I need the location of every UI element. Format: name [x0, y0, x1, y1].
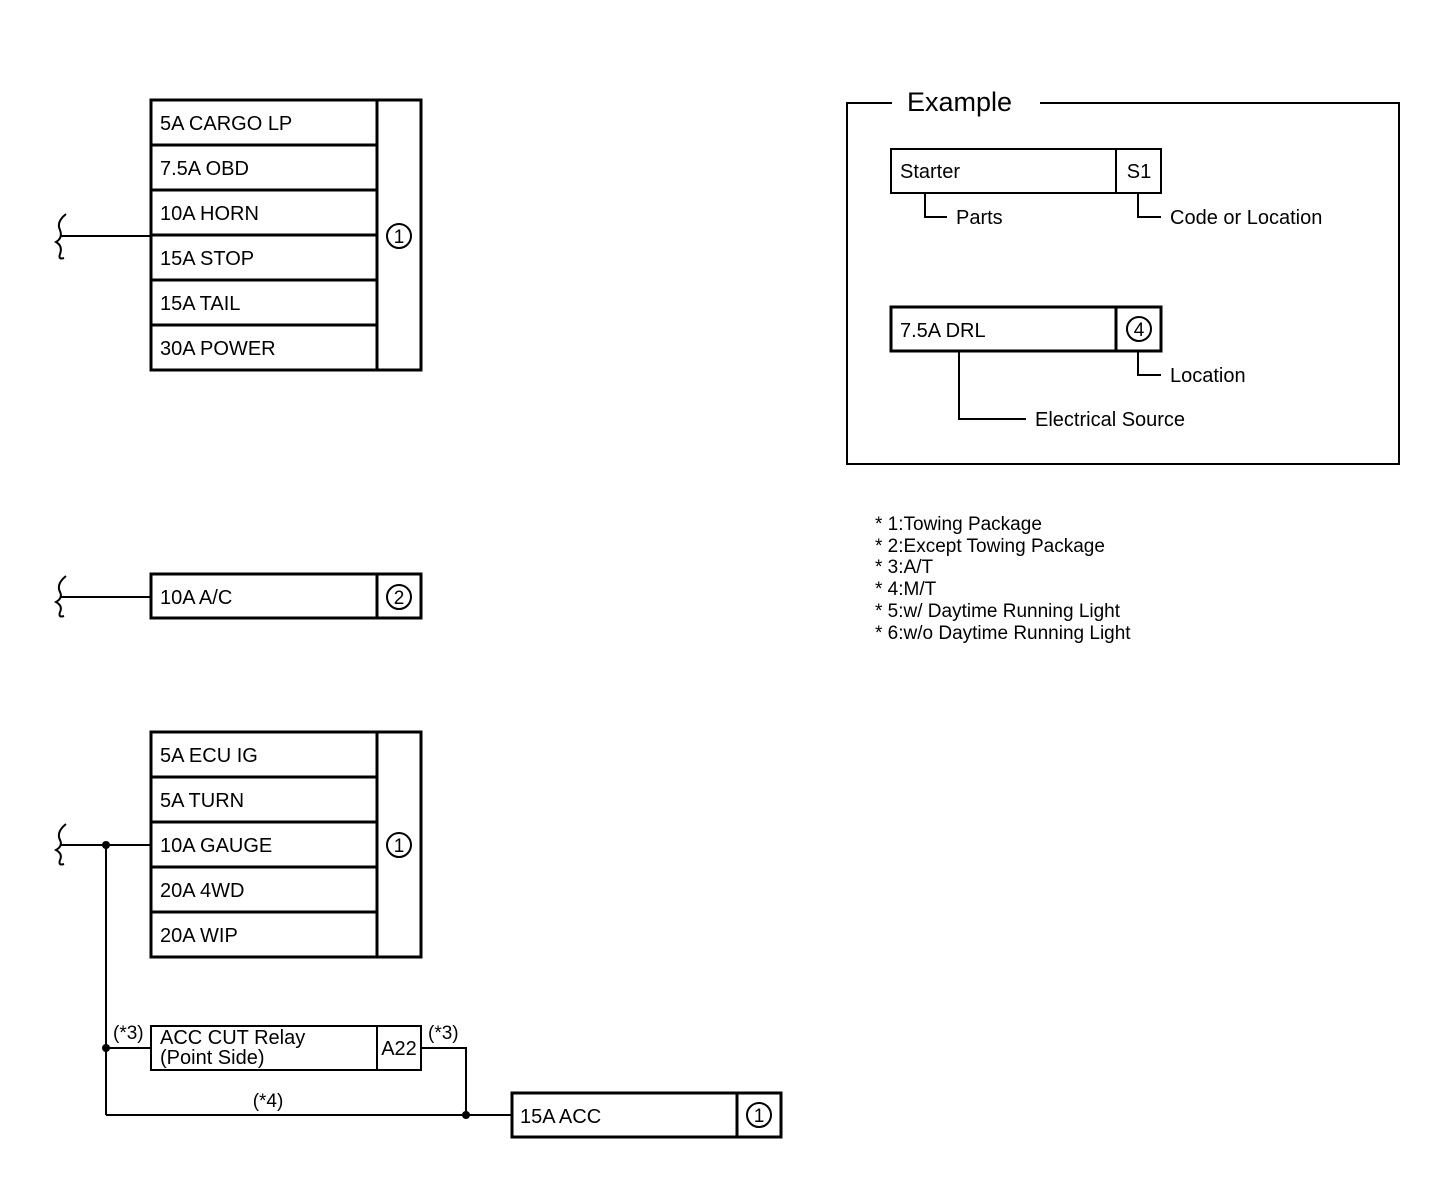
- leader-line: [1137, 351, 1161, 376]
- relay-label: ACC CUT Relay: [160, 1027, 305, 1049]
- fuse-label: 5A CARGO LP: [160, 113, 292, 135]
- legend-title: Example: [907, 87, 1012, 117]
- fuse-label: 10A HORN: [160, 203, 259, 225]
- relay-output-wire: [421, 1047, 467, 1115]
- acc-cut-relay: ACC CUT Relay (Point Side) A22 (*3) (*3): [113, 1023, 467, 1115]
- leader-line: [958, 351, 1026, 420]
- fuse-label: 20A 4WD: [160, 880, 244, 902]
- location-number: 1: [394, 227, 405, 248]
- acc-fuse: (*4) 15A ACC 1: [106, 1091, 783, 1139]
- example-source-name: 7.5A DRL: [900, 320, 986, 342]
- footnote: * 6:w/o Daytime Running Light: [875, 623, 1131, 644]
- relay-sublabel: (Point Side): [160, 1047, 265, 1069]
- relay-code: A22: [381, 1038, 417, 1060]
- fuse-label: 30A POWER: [160, 338, 276, 360]
- location-circle: [386, 223, 412, 249]
- example-part-box: [890, 148, 1162, 194]
- fuse-group-2: 10A A/C 2: [53, 572, 423, 620]
- wire-break-icon: [53, 575, 67, 618]
- location-circle: [386, 832, 412, 858]
- example-legend: Example Starter S1 Parts Code or Locatio…: [846, 87, 1400, 465]
- fuse-label: 15A STOP: [160, 248, 254, 270]
- condition-note: (*4): [253, 1091, 284, 1112]
- footnote: * 3:A/T: [875, 557, 933, 578]
- fuse-label: 5A TURN: [160, 790, 244, 812]
- location-circle: [1126, 316, 1152, 342]
- example-part-name: Starter: [900, 161, 960, 183]
- location-circle: [746, 1102, 772, 1128]
- wire-break-icon: [53, 213, 67, 260]
- example-source-location: 4: [1134, 320, 1145, 341]
- location-circle: [386, 584, 412, 610]
- fuse-group-3: 5A ECU IG 5A TURN 10A GAUGE 20A 4WD 20A …: [53, 730, 423, 1115]
- footnote: * 5:w/ Daytime Running Light: [875, 601, 1121, 622]
- example-source-box: [889, 305, 1163, 353]
- location-number: 1: [394, 836, 405, 857]
- condition-note: (*3): [113, 1023, 144, 1044]
- fuse-label: 20A WIP: [160, 925, 238, 947]
- wire-break-icon: [53, 823, 67, 866]
- junction-dot: [462, 1111, 470, 1119]
- junction-dot: [102, 841, 110, 849]
- condition-note: (*3): [428, 1023, 459, 1044]
- fuse-label: 15A TAIL: [160, 293, 240, 315]
- code-caption: Code or Location: [1170, 207, 1322, 229]
- parts-caption: Parts: [956, 207, 1003, 229]
- footnote: * 4:M/T: [875, 579, 937, 600]
- footnote: * 2:Except Towing Package: [875, 536, 1105, 557]
- example-part-code: S1: [1127, 161, 1151, 183]
- fuse-label: 7.5A OBD: [160, 158, 249, 180]
- fuse-group-1: 5A CARGO LP 7.5A OBD 10A HORN 15A STOP 1…: [53, 98, 423, 372]
- fuse-label: 10A GAUGE: [160, 835, 272, 857]
- fuse-label: 5A ECU IG: [160, 745, 258, 767]
- location-number: 1: [754, 1106, 765, 1127]
- fuse-label: 10A A/C: [160, 587, 232, 609]
- footnotes: * 1:Towing Package * 2:Except Towing Pac…: [875, 514, 1131, 644]
- leader-line: [924, 193, 947, 218]
- location-caption: Location: [1170, 365, 1246, 387]
- leader-line: [1137, 193, 1161, 218]
- fuse-label: 15A ACC: [520, 1106, 601, 1128]
- footnote: * 1:Towing Package: [875, 514, 1042, 535]
- source-caption: Electrical Source: [1035, 409, 1185, 431]
- location-number: 2: [394, 588, 405, 609]
